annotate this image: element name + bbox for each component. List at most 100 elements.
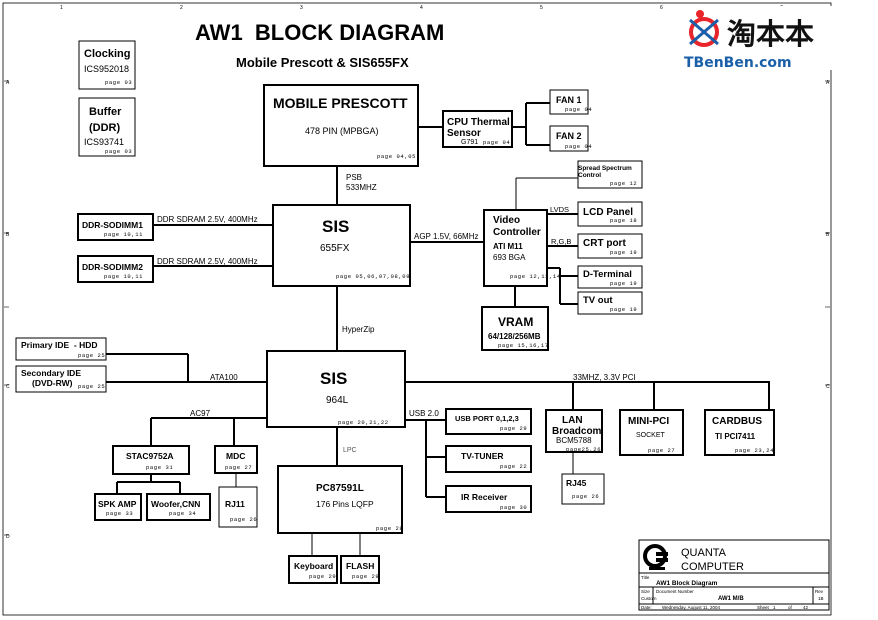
lan-part: BCM5788 <box>556 436 592 445</box>
cpu-block[interactable]: MOBILE PRESCOTT 478 PIN (MPBGA) page 04,… <box>263 84 419 167</box>
secondary-ide-block[interactable]: Secondary IDE (DVD-RW) page 25 <box>15 365 107 393</box>
cpu-box <box>263 84 419 167</box>
cardbus-part: TI PCI7411 <box>715 432 756 441</box>
thermal-name-2: Sensor <box>447 128 481 139</box>
rj45-name: RJ45 <box>566 478 587 488</box>
video-part: ATI M11 <box>493 242 523 251</box>
crt-port-block[interactable]: CRT port page 19 <box>577 233 643 259</box>
company-name-2: COMPUTER <box>681 561 744 573</box>
spread-spectrum-block[interactable]: Spread Spectrum Control page 12 <box>577 160 643 189</box>
ide1-box <box>15 337 107 361</box>
woofer-block[interactable]: Woofer,CNN page 34 <box>146 493 211 521</box>
fan2-block[interactable]: FAN 2 page 04 <box>549 125 592 152</box>
super-io-block[interactable]: PC87591L 176 Pins LQFP page 28 <box>277 465 403 534</box>
tv-out-block[interactable]: TV out page 19 <box>577 291 643 315</box>
d-terminal-block[interactable]: D-Terminal page 19 <box>577 265 643 289</box>
rgb-label: R,G,B <box>551 237 571 246</box>
minipci-type: SOCKET <box>636 432 666 439</box>
size-field-value: Custom <box>641 596 657 601</box>
flash-name: FLASH <box>346 561 374 571</box>
vram-block[interactable]: VRAM 64/128/256MB page 15,16,17 <box>481 306 549 351</box>
of-field-value: 42 <box>803 605 809 610</box>
usb-port-block[interactable]: USB PORT 0,1,2,3 page 29 <box>445 408 532 435</box>
ir-receiver-block[interactable]: IR Receiver page 30 <box>445 485 532 513</box>
primary-ide-block[interactable]: Primary IDE - HDD page 25 <box>15 337 107 361</box>
crt-page: page 19 <box>610 249 637 256</box>
northbridge-block[interactable]: SIS 655FX page 05,06,07,08,09 <box>272 204 411 287</box>
pci-bus-label: 33MHZ, 3.3V PCI <box>573 373 636 382</box>
thermal-sensor-block[interactable]: CPU Thermal Sensor G791 page 04 <box>442 110 513 148</box>
cpu-package: 478 PIN (MPBGA) <box>305 126 379 136</box>
flash-block[interactable]: FLASH page 29 <box>340 555 380 584</box>
dterm-name: D-Terminal <box>583 269 632 280</box>
fan2-name: FAN 2 <box>556 131 582 141</box>
clocking-page: page 03 <box>105 79 132 86</box>
logo-cn-text: 淘本本 <box>727 17 814 51</box>
flash-page: page 29 <box>352 573 379 580</box>
video-name-1: Video <box>493 215 520 226</box>
buffer-block[interactable]: Buffer (DDR) ICS93741 page 03 <box>78 97 136 157</box>
spk-box <box>94 493 142 521</box>
col-label-1: 1 <box>60 5 63 11</box>
buffer-name: Buffer <box>89 106 122 118</box>
mdc-block[interactable]: MDC page 27 <box>214 445 258 474</box>
rj11-block[interactable]: RJ11 page 26 <box>218 486 258 528</box>
ide2-page: page 25 <box>78 383 105 390</box>
lan-block[interactable]: LAN Broadcom BCM5788 page25,26 <box>545 409 603 453</box>
cardbus-block[interactable]: CARDBUS TI PCI7411 page 23,24 <box>704 409 775 456</box>
sheet-field-value: 1 <box>773 605 776 610</box>
dimm2-box <box>77 255 154 283</box>
dimm2-block[interactable]: DDR-SODIMM2 page 10,11 <box>77 255 154 283</box>
hyperzip-label: HyperZip <box>342 325 375 334</box>
video-page: page 12,13,14 <box>510 273 561 280</box>
spk-amp-block[interactable]: SPK AMP page 33 <box>94 493 142 521</box>
video-box <box>483 209 548 287</box>
quanta-logo-icon <box>643 544 668 570</box>
rj11-name: RJ11 <box>225 499 245 509</box>
rj45-block[interactable]: RJ45 page 26 <box>561 473 605 505</box>
tvtuner-box <box>445 445 532 473</box>
tvtuner-page: page 22 <box>500 463 527 470</box>
clocking-name: Clocking <box>84 48 130 60</box>
mdc-name: MDC <box>226 451 245 461</box>
tvtuner-name: TV-TUNER <box>461 451 504 461</box>
lan-page: page25,26 <box>566 446 601 453</box>
agp-bus-label: AGP 1.5V, 66MHz <box>414 232 478 241</box>
southbridge-page: page 20,21,22 <box>338 419 389 426</box>
buffer-part: ICS93741 <box>84 137 124 147</box>
woofer-name: Woofer,CNN <box>151 499 200 509</box>
keyboard-block[interactable]: Keyboard page 29 <box>288 555 338 584</box>
dimm1-block[interactable]: DDR-SODIMM1 page 10,11 <box>77 213 154 241</box>
mini-pci-block[interactable]: MINI-PCI SOCKET page 27 <box>619 409 684 456</box>
vram-page: page 15,16,17 <box>498 342 549 349</box>
southbridge-block[interactable]: SIS 964L page 20,21,22 <box>266 350 406 428</box>
lan-name-1: LAN <box>562 415 583 426</box>
ir-name: IR Receiver <box>461 492 508 502</box>
lcd-panel-block[interactable]: LCD Panel page 18 <box>577 201 643 227</box>
clocking-block[interactable]: Clocking ICS952018 page 03 <box>78 40 136 90</box>
tv-tuner-block[interactable]: TV-TUNER page 22 <box>445 445 532 473</box>
video-controller-block[interactable]: Video Controller ATI M11 693 BGA page 12… <box>483 209 561 287</box>
ata-bus-label: ATA100 <box>210 373 238 382</box>
clocking-box <box>78 40 136 90</box>
psb-label-2: 533MHZ <box>346 183 377 192</box>
spread-page: page 12 <box>610 180 637 187</box>
minipci-box <box>619 409 684 456</box>
stac-codec-block[interactable]: STAC9752A page 31 <box>112 445 190 475</box>
lvds-label: LVDS <box>550 205 569 214</box>
of-field-label: of <box>788 605 793 610</box>
vram-box <box>481 306 549 351</box>
sio-box <box>277 465 403 534</box>
sheet-border <box>2 2 832 616</box>
fan1-block[interactable]: FAN 1 page 04 <box>549 89 592 115</box>
title-block: QUANTA COMPUTER Title AW1 Block Diagram … <box>638 539 830 611</box>
stac-page: page 31 <box>146 464 173 471</box>
dimm2-name: DDR-SODIMM2 <box>82 262 143 272</box>
rj45-box <box>561 473 605 505</box>
northbridge-name: SIS <box>322 217 349 236</box>
cpu-page: page 04,05 <box>377 153 416 160</box>
date-field-label: Date: <box>641 605 652 610</box>
docnum-field-label: Document Number <box>656 589 694 594</box>
title-field-label: Title <box>641 575 650 580</box>
